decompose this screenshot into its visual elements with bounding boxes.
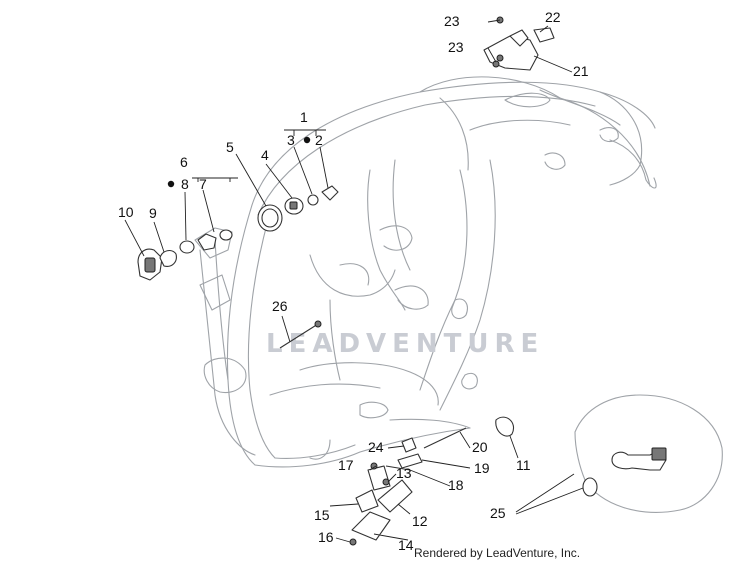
callouts: 1 2 3 4 5 6 7 8 9 10 11 12 13 14 15 16 1… (118, 9, 589, 553)
callout-14: 14 (398, 537, 414, 553)
callout-7: 7 (199, 176, 207, 192)
part-22-clip (533, 27, 555, 43)
callout-15: 15 (314, 507, 330, 523)
callout-3: 3 (287, 132, 295, 148)
scooter-frame (194, 76, 657, 468)
callout-16: 16 (318, 529, 334, 545)
part-4-lock (284, 197, 304, 215)
callout-17: 17 (338, 457, 354, 473)
part-18-pin (385, 465, 411, 471)
callout-1: 1 (300, 109, 308, 125)
callout-12: 12 (412, 513, 428, 529)
part-10-connector (137, 248, 163, 281)
part-26-cable (279, 320, 322, 349)
part-25-detail-inset (574, 394, 723, 513)
credit-text: Rendered by LeadVenture, Inc. (414, 546, 580, 560)
callout-9: 9 (149, 205, 157, 221)
part-23-screw-bottom (492, 60, 500, 68)
callout-22: 22 (545, 9, 561, 25)
callout-20: 20 (472, 439, 488, 455)
callout-11: 11 (516, 457, 531, 473)
part-24-clamp (401, 437, 417, 453)
callout-5: 5 (226, 139, 234, 155)
part-14-plate (351, 511, 391, 541)
part-5-ring (257, 204, 283, 232)
watermark: LEADVENTURE (266, 329, 544, 359)
part-9-cap (159, 249, 177, 267)
part-17-nut (370, 462, 378, 470)
kit-bullets (167, 136, 311, 188)
part-8-grommet (179, 240, 195, 254)
callout-25: 25 (490, 505, 506, 521)
callout-2: 2 (315, 132, 323, 148)
callout-26: 26 (272, 298, 288, 314)
callout-13: 13 (396, 465, 412, 481)
part-21-bracket (483, 29, 539, 71)
callout-10: 10 (118, 204, 134, 220)
part-2-plug (321, 185, 339, 201)
callout-19: 19 (474, 460, 490, 476)
callout-23-bottom: 23 (448, 39, 464, 55)
callout-4: 4 (261, 147, 269, 163)
part-19-spring (397, 453, 423, 469)
part-20-rod (423, 427, 467, 449)
callout-18: 18 (448, 477, 464, 493)
leader-lines (124, 19, 584, 543)
part-7-socket (197, 229, 233, 251)
callout-21: 21 (573, 63, 589, 79)
part-13-bolt (382, 478, 390, 486)
callout-24: 24 (368, 439, 384, 455)
part-16-screw (349, 538, 357, 546)
part-11-gasket (495, 416, 514, 437)
part-15-bracket (355, 489, 379, 513)
bullet-8 (167, 180, 175, 188)
part-3-washer (307, 194, 319, 206)
callout-6: 6 (180, 154, 188, 170)
callout-23-top: 23 (444, 13, 460, 29)
callout-8: 8 (181, 176, 189, 192)
bullet-2 (303, 136, 311, 144)
